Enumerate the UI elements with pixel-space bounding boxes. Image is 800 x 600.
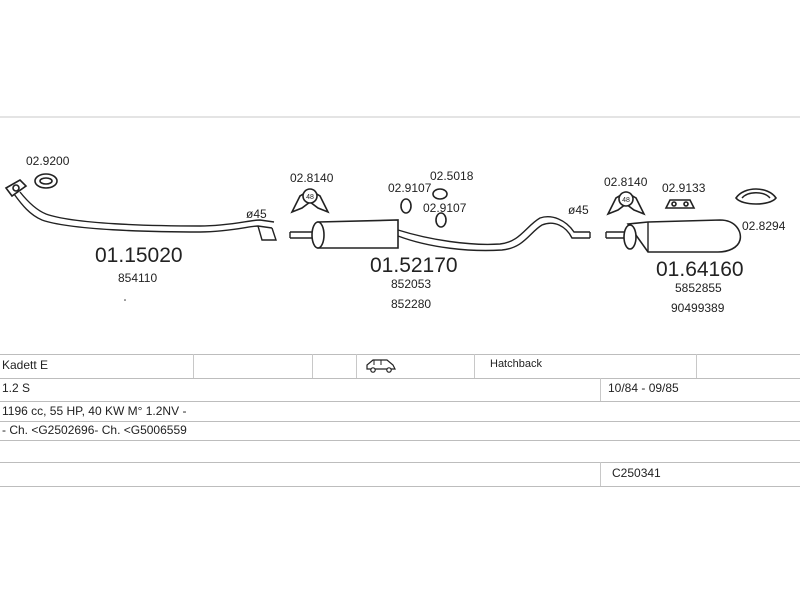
rear-ring-label: 02.8294 [742,219,786,233]
front-gasket-part [34,173,58,189]
table-line [0,421,800,422]
rubber-2-part [435,212,447,228]
mount-2-part: 48 [606,191,646,216]
model-cell: Kadett E [2,358,49,372]
rubber-1-part [400,198,412,214]
middle-silencer-part [289,216,591,252]
svg-text:48: 48 [622,197,630,204]
table-line [0,354,800,355]
front-pipe-number: 01.15020 [95,244,183,267]
rear-oe-number-2: 90499389 [671,301,725,315]
mount-1-part: 48 [290,188,330,214]
chassis-cell: - Ch. <G2502696- Ch. <G5006559 [2,423,187,437]
middle-silencer-number: 01.52170 [370,254,458,277]
table-line [0,486,800,487]
middle-pipe-diameter: ø45 [568,203,589,217]
code-cell: C250341 [612,466,661,480]
front-pipe-diameter: ø45 [246,207,267,221]
clamp-1-part [432,188,448,200]
middle-oe-number-1: 852053 [391,277,431,291]
svg-text:48: 48 [306,194,314,201]
engine-cell: 1.2 S [2,381,31,395]
middle-oe-number-2: 852280 [391,297,431,311]
front-pipe-oe-number: 854110 [118,271,157,285]
mount-2-label: 02.8140 [604,175,648,189]
years-cell: 10/84 - 09/85 [608,381,679,395]
rear-silencer-part [605,219,742,253]
hatchback-car-icon [365,357,397,378]
rear-silencer-number: 01.64160 [656,258,744,281]
mount-1-label: 02.8140 [290,171,334,185]
rear-ring-part [735,188,777,205]
rubber-3-label: 02.9133 [662,181,706,195]
table-line [0,378,800,379]
table-line [0,401,800,402]
clamp-1-label: 02.5018 [430,169,474,183]
rubber-2-label: 02.9107 [423,201,467,215]
front-gasket-label: 02.9200 [26,154,70,168]
spec-cell: 1196 cc, 55 HP, 40 KW M° 1.2NV - [2,404,187,418]
rubber-1-label: 02.9107 [388,181,432,195]
front-pipe-part [4,179,277,241]
table-line [0,440,800,441]
rear-oe-number-1: 5852855 [675,281,722,295]
body-type-cell: Hatchback [490,358,542,370]
table-line [0,462,800,463]
rubber-3-part [664,199,696,209]
